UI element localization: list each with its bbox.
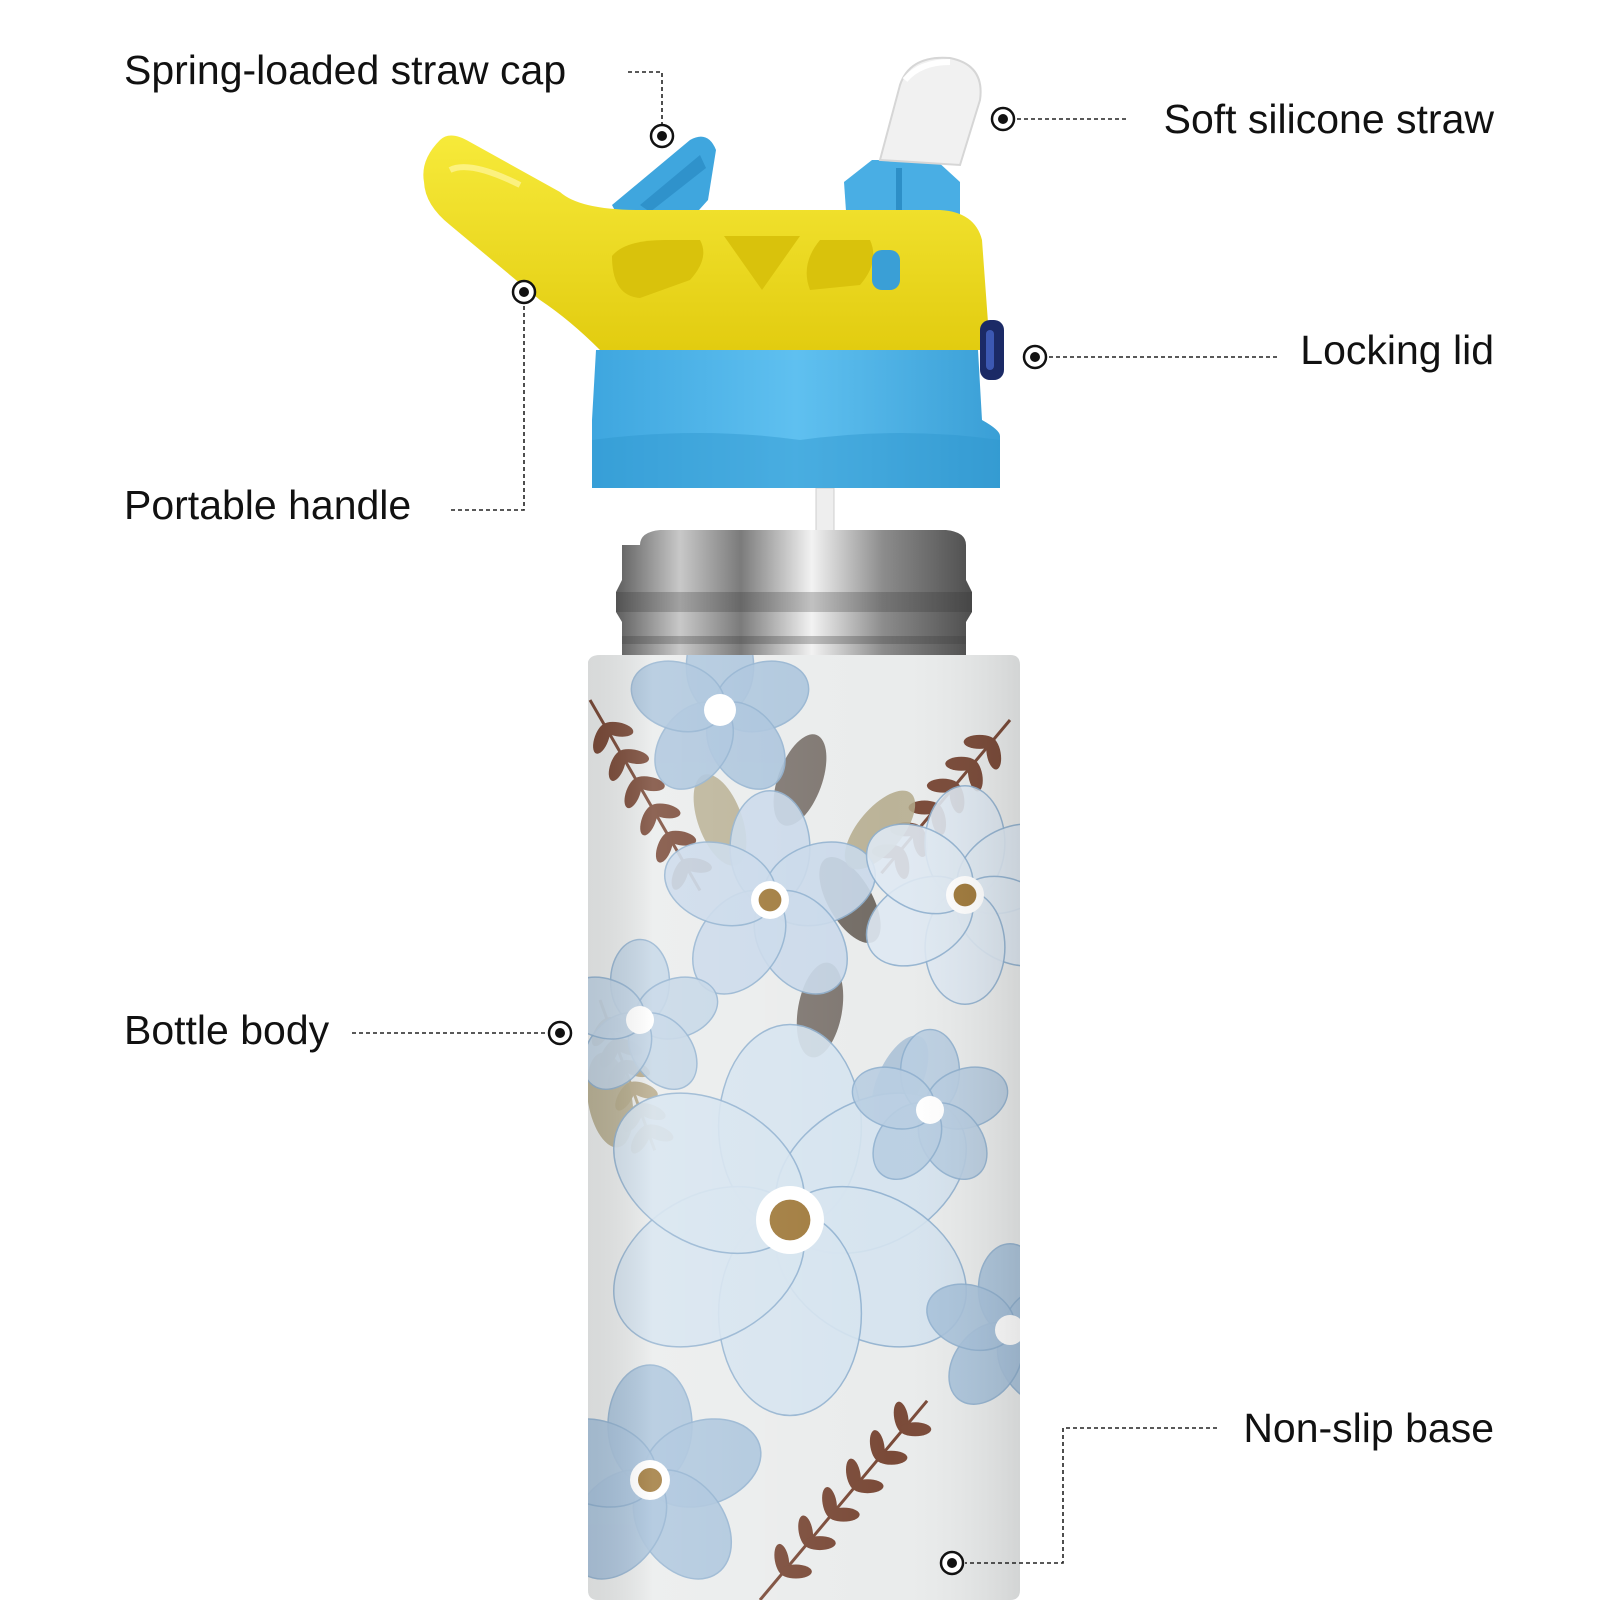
callout-line-handle bbox=[448, 292, 525, 511]
callout-dot-straw-cap bbox=[649, 123, 675, 149]
callout-dot-handle bbox=[511, 279, 537, 305]
callout-line-straw-cap bbox=[628, 71, 663, 138]
spring-loaded-cap-shape bbox=[612, 136, 716, 220]
callout-lines bbox=[352, 71, 1280, 1564]
callout-dots bbox=[511, 106, 1048, 1576]
label-soft-silicone-straw: Soft silicone straw bbox=[1163, 96, 1494, 142]
label-portable-handle: Portable handle bbox=[124, 482, 412, 528]
yellow-handle-shape bbox=[423, 135, 990, 350]
callout-line-base bbox=[965, 1427, 1217, 1564]
label-locking-lid: Locking lid bbox=[1300, 327, 1494, 373]
label-spring-loaded-straw-cap: Spring-loaded straw cap bbox=[124, 47, 567, 93]
lid-blue-base bbox=[592, 350, 1000, 488]
label-non-slip-base: Non-slip base bbox=[1243, 1405, 1494, 1451]
bottle-body-shape bbox=[588, 655, 1020, 1600]
callout-dot-base bbox=[939, 1550, 965, 1576]
callout-dot-silicone bbox=[990, 106, 1016, 132]
label-bottle-body: Bottle body bbox=[124, 1007, 330, 1053]
callout-dot-body bbox=[547, 1020, 573, 1046]
steel-neck bbox=[616, 530, 972, 655]
callout-dot-lid bbox=[1022, 344, 1048, 370]
lock-button-shape bbox=[980, 320, 1004, 380]
